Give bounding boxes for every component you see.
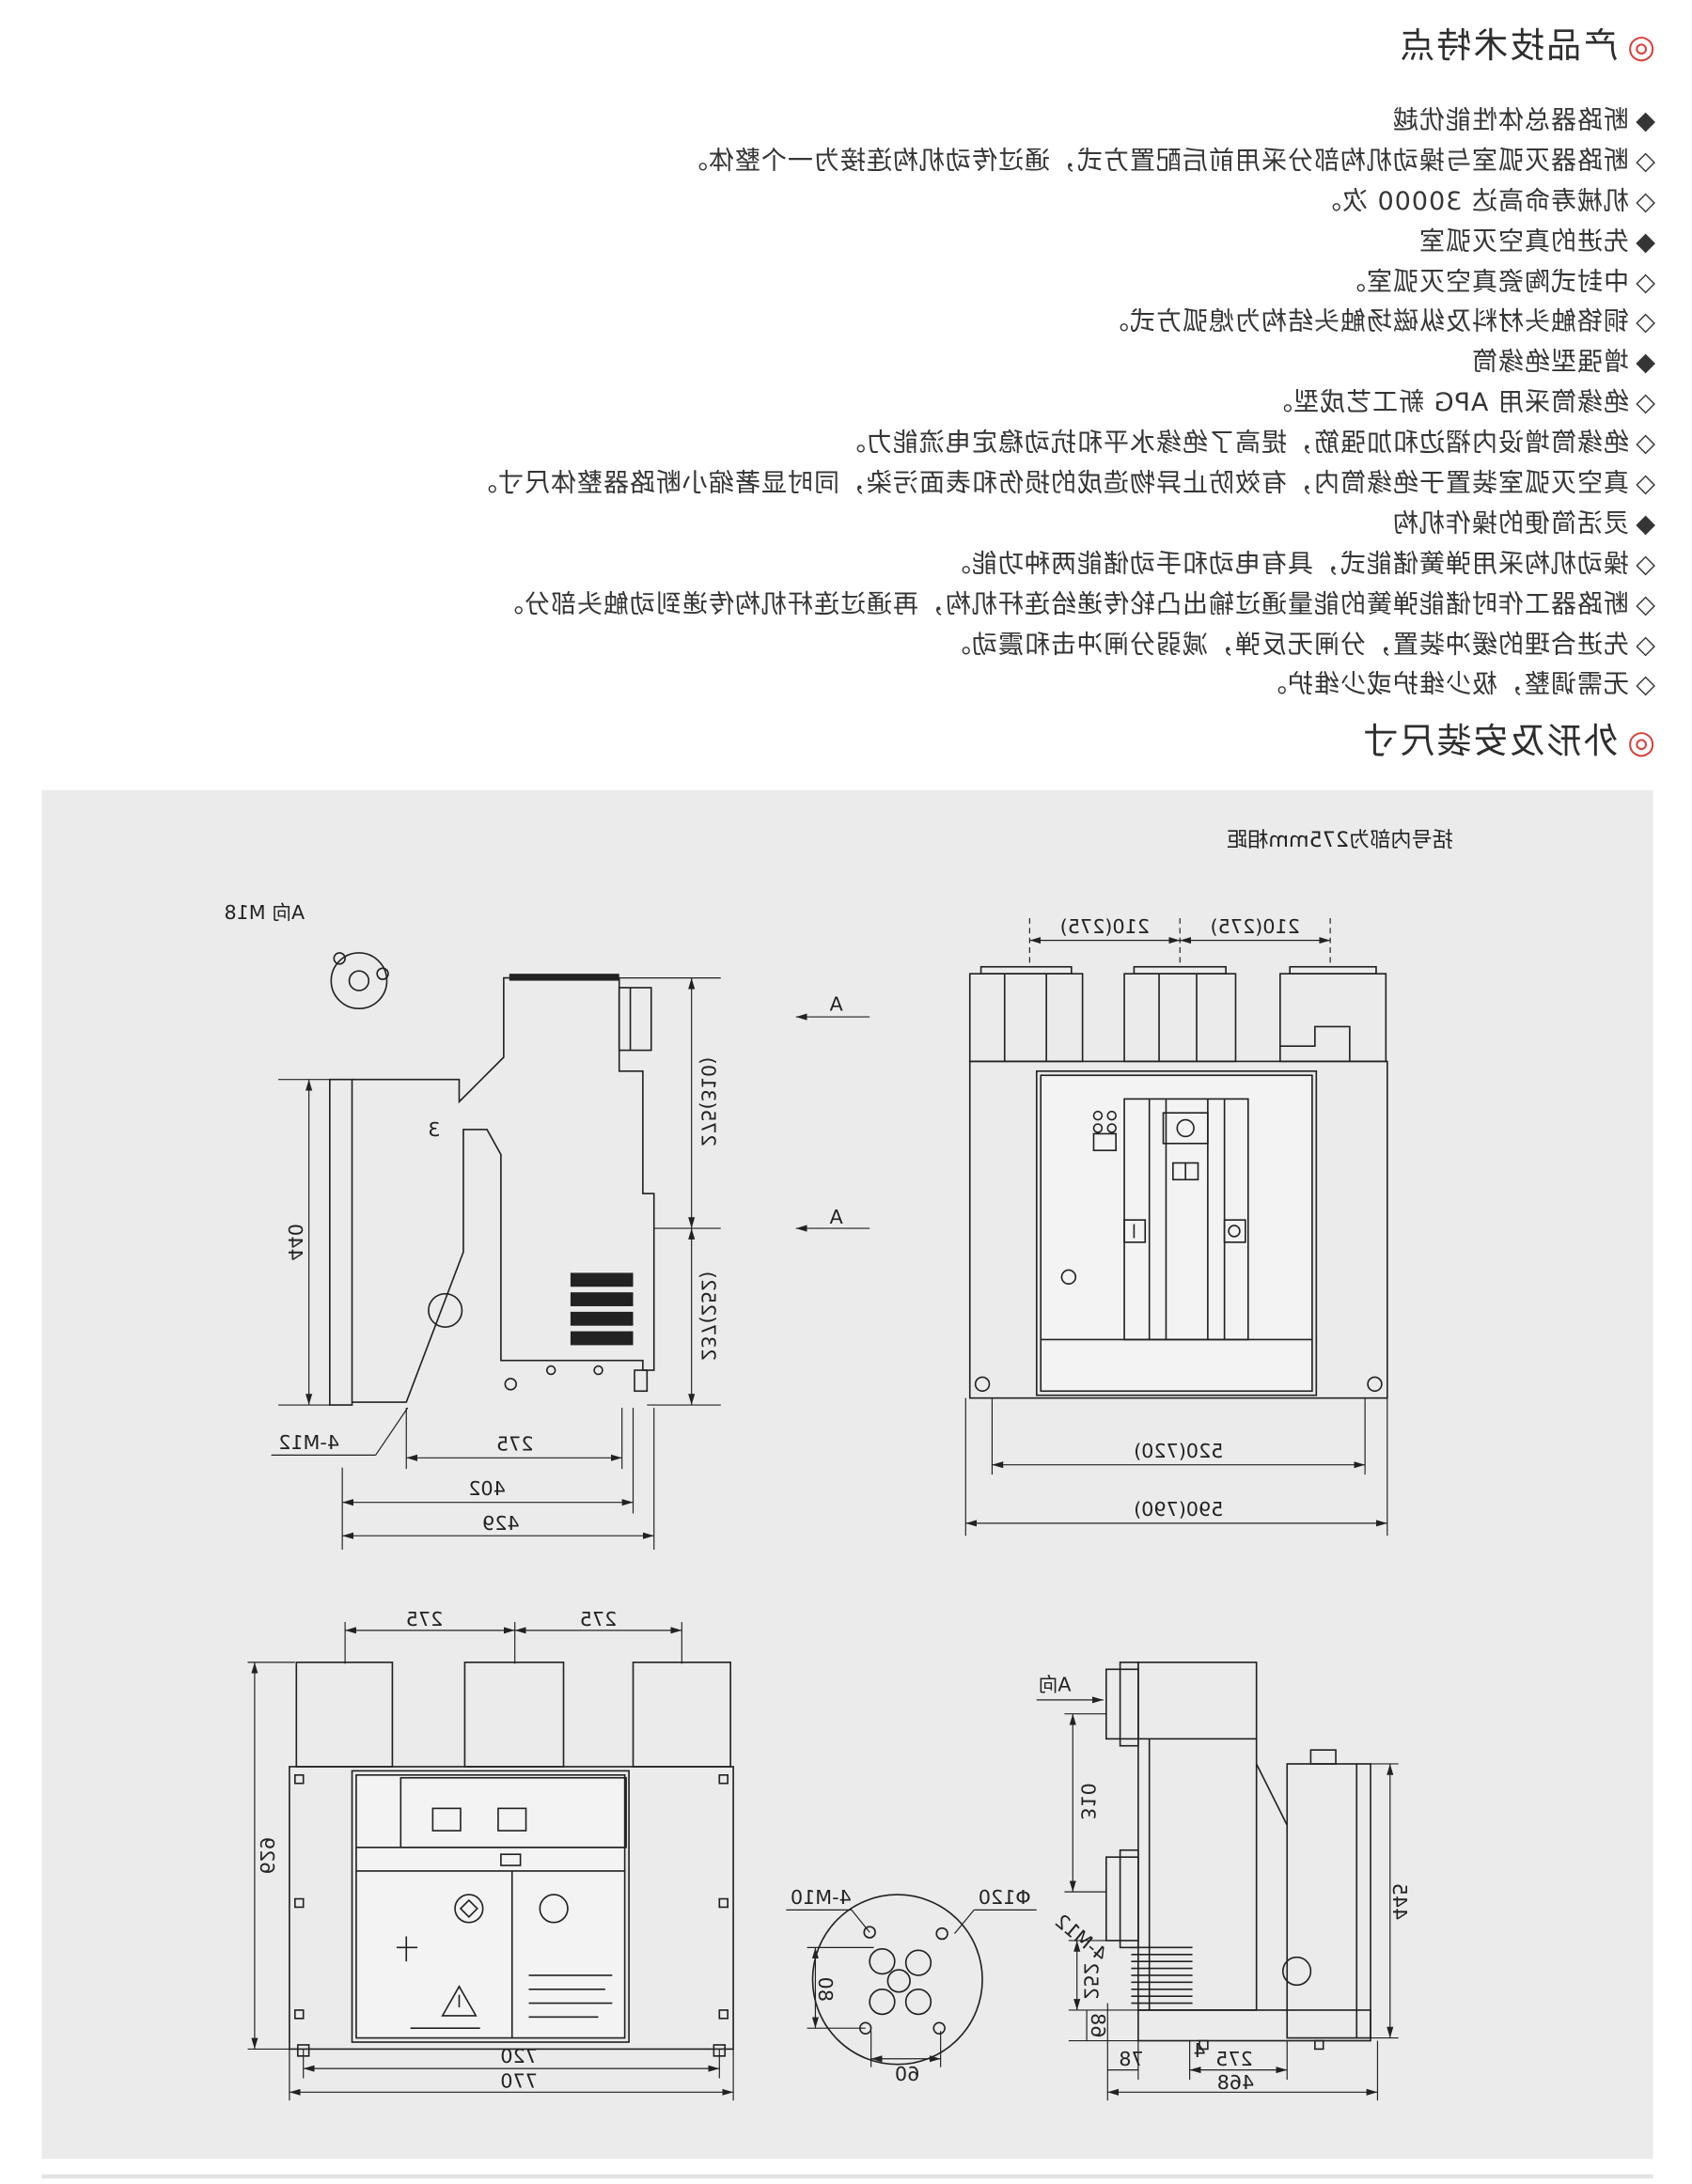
arrow-a-top-label: A: [830, 993, 843, 1016]
list-item: ◇先进合理的缓冲装置，分闸无反弹，减弱分闸冲击和震动。: [471, 626, 1655, 666]
dim-275-right-label: 275: [580, 1608, 618, 1630]
arrow-a-bottom-label: A: [830, 1206, 843, 1228]
dim-445-label: 445: [1388, 1883, 1411, 1921]
side-view-b-drawing: [1104, 1661, 1371, 2051]
dim-468-label: 468: [1217, 2071, 1255, 2094]
target-circle-icon: ◎: [1627, 724, 1655, 761]
list-item-text: 绝缘筒采用 APG 新工艺成型。: [1266, 388, 1629, 418]
list-item-text: 先进的真空灭弧室: [1418, 226, 1629, 257]
dim-440-label: 440: [284, 1224, 306, 1261]
list-item-text: 中封式陶瓷真空灭弧室。: [1340, 267, 1629, 297]
bullet-diamond-icon: ◆: [1635, 508, 1655, 538]
dim-60-label: 60: [895, 2063, 919, 2085]
list-item: ◆增强型绝缘筒: [471, 343, 1655, 383]
list-item-text: 铜铬触头材料及纵磁场触头结构为熄弧方式。: [1103, 307, 1629, 337]
bullet-diamond-icon: ◇: [1635, 630, 1655, 660]
list-item-text: 机械寿命高达 30000 次。: [1314, 186, 1629, 216]
list-item-text: 增强型绝缘筒: [1471, 348, 1629, 378]
a-view-m18-label: A向 M18: [224, 901, 305, 924]
list-item: ◇断路器工作时储能弹簧的能量通过输出凸轮传递给连杆机构，再通过连杆机构传递到动触…: [471, 585, 1655, 626]
list-item: ◇操动机构采用弹簧储能式，具有电动和手动储能两种功能。: [471, 545, 1655, 585]
dim-210-275-left-label: 210(275): [1060, 915, 1150, 938]
front-view-b-dimensions: [247, 1621, 734, 2101]
side-view-dimensions: [271, 977, 870, 1551]
m10-holes-label: 4-M10: [791, 1886, 852, 1909]
list-item: ◇中封式陶瓷真空灭弧室。: [471, 263, 1655, 304]
dim-770-label: 770: [500, 2069, 538, 2092]
flange-view-dimensions: [786, 1909, 1037, 2067]
bullet-diamond-icon: ◇: [1635, 469, 1655, 499]
list-item: ◇绝缘筒采用 APG 新工艺成型。: [471, 383, 1655, 424]
side-view-b-dimensions: [1036, 1696, 1399, 2101]
dim-590-790-label: 590(790): [1134, 1498, 1223, 1521]
list-item-text: 无需调整，极少维护或少维护。: [1261, 670, 1629, 700]
bullet-diamond-icon: ◇: [1635, 146, 1655, 176]
list-item-text: 绝缘筒增设内褶边和加强筋，提高了绝缘水平和抗动稳定电流能力。: [839, 429, 1629, 459]
list-item: ◆断路器总体性能优越: [471, 101, 1655, 142]
list-item: ◇机械寿命高达 30000 次。: [471, 182, 1655, 223]
dim-252-label: 252: [1080, 1962, 1103, 2000]
bottom-rule: [41, 2174, 1653, 2179]
dia-120-label: Φ120: [979, 1886, 1031, 1909]
dim-402-label: 402: [468, 1477, 506, 1500]
front-view-drawing: [968, 965, 1388, 1399]
bullet-diamond-icon: ◆: [1635, 348, 1655, 378]
list-item: ◇无需调整，极少维护或少维护。: [471, 665, 1655, 706]
list-item: ◇断路器灭弧室与操动机构部分采用前后配置方式，通过传动机构连接为一个整体。: [471, 142, 1655, 182]
bullet-diamond-icon: ◇: [1635, 670, 1655, 700]
dim-429-label: 429: [482, 1512, 520, 1535]
a-view-label: A向: [1039, 1674, 1072, 1696]
side-view-drawing: [329, 952, 655, 1406]
dim-520-720-label: 520(720): [1134, 1440, 1223, 1462]
feature-list: ◆断路器总体性能优越 ◇断路器灭弧室与操动机构部分采用前后配置方式，通过传动机构…: [471, 101, 1655, 706]
front-view-b-drawing: [289, 1661, 734, 2057]
drawing-panel-background: [41, 789, 1653, 2160]
mirrored-text-section: ◎产品技术特点 ◆断路器总体性能优越 ◇断路器灭弧室与操动机构部分采用前后配置方…: [0, 0, 1692, 780]
bullet-diamond-icon: ◇: [1635, 388, 1655, 418]
list-item: ◇真空灭弧室装置于绝缘筒内，有效防止异物造成的损伤和表面污染，同时显著缩小断路器…: [471, 464, 1655, 505]
list-item: ◇绝缘筒增设内褶边和加强筋，提高了绝缘水平和抗动稳定电流能力。: [471, 424, 1655, 464]
dim-4-label: 4: [1193, 2039, 1205, 2062]
dim-275-310-label: 275(310): [697, 1057, 719, 1147]
list-item: ◆灵活简便的操作机构: [471, 505, 1655, 545]
dim-720-label: 720: [500, 2045, 538, 2067]
bullet-diamond-icon: ◇: [1635, 589, 1655, 619]
bullet-diamond-icon: ◇: [1635, 429, 1655, 459]
bullet-diamond-icon: ◇: [1635, 549, 1655, 579]
list-item-text: 灵活简便的操作机构: [1392, 508, 1629, 538]
features-heading: ◎产品技术特点: [1398, 23, 1655, 69]
dim-68-label: 68: [1087, 2013, 1109, 2037]
list-item-text: 先进合理的缓冲装置，分闸无反弹，减弱分闸冲击和震动。: [945, 630, 1629, 660]
dimensions-heading: ◎外形及安装尺寸: [1361, 719, 1655, 764]
bullet-diamond-icon: ◆: [1635, 106, 1655, 135]
dim-78-label: 78: [1119, 2048, 1143, 2070]
list-item-text: 操动机构采用弹簧储能式，具有电动和手动储能两种功能。: [945, 549, 1629, 579]
features-title: 产品技术特点: [1398, 25, 1619, 66]
part-3-label: 3: [428, 1118, 440, 1141]
list-item-text: 断路器总体性能优越: [1392, 106, 1629, 135]
bullet-diamond-icon: ◇: [1635, 267, 1655, 297]
dim-80-label: 80: [814, 1977, 837, 2002]
dim-629-label: 629: [256, 1837, 278, 1875]
m12-holes-label: 4-M12: [278, 1431, 339, 1454]
bracket-note: 括号内部为275mm相距: [1227, 828, 1453, 852]
list-item-text: 断路器工作时储能弹簧的能量通过输出凸轮传递给连杆机构，再通过连杆机构传递到动触头…: [497, 589, 1629, 619]
list-item: ◆先进的真空灭弧室: [471, 223, 1655, 263]
dim-275-label: 275: [496, 1433, 534, 1456]
front-view-dimensions: [964, 917, 1388, 1537]
list-item-text: 真空灭弧室装置于绝缘筒内，有效防止异物造成的损伤和表面污染，同时显著缩小断路器整…: [471, 469, 1629, 499]
list-item: ◇铜铬触头材料及纵磁场触头结构为熄弧方式。: [471, 303, 1655, 343]
dim-275-b-label: 275: [1215, 2048, 1253, 2070]
dim-275-left-label: 275: [406, 1608, 444, 1630]
list-item-text: 断路器灭弧室与操动机构部分采用前后配置方式，通过传动机构连接为一个整体。: [682, 146, 1629, 176]
bullet-diamond-icon: ◆: [1635, 226, 1655, 257]
dim-237-252-label: 237(252): [697, 1271, 719, 1361]
bullet-diamond-icon: ◇: [1635, 186, 1655, 216]
bullet-diamond-icon: ◇: [1635, 307, 1655, 337]
target-circle-icon: ◎: [1627, 28, 1655, 66]
dim-210-275-right-label: 210(275): [1211, 915, 1300, 938]
dim-310-label: 310: [1077, 1783, 1100, 1820]
dimensions-title: 外形及安装尺寸: [1361, 721, 1619, 761]
